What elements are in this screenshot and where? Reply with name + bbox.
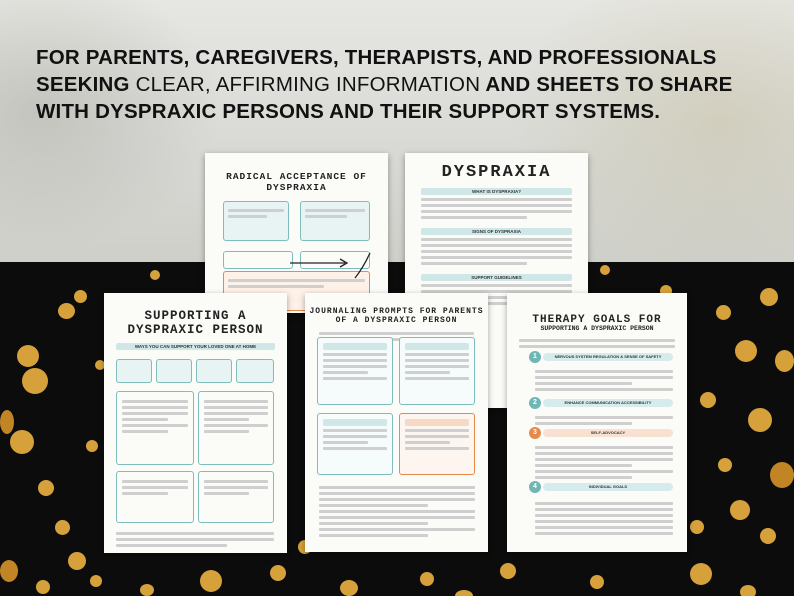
section-label: SUPPORT GUIDELINES <box>421 274 572 281</box>
background-light <box>0 0 794 262</box>
section-label: WHAT IS DYSPRAXIA? <box>421 188 572 195</box>
goal-bar: INDIVIDUAL GOALS <box>543 483 673 491</box>
info-box <box>116 359 152 383</box>
sheet-title: JOURNALING PROMPTS FOR PARENTS OF A DYSP… <box>309 307 484 325</box>
sheet-title: THERAPY GOALS FOR <box>532 314 662 326</box>
headline-part2: CLEAR, AFFIRMING INFORMATION <box>135 73 481 96</box>
prompt-box <box>399 337 475 405</box>
prompt-box <box>300 251 370 269</box>
prompt-box <box>223 201 289 241</box>
info-box <box>236 359 274 383</box>
headline: FOR PARENTS, CAREGIVERS, THERAPISTS, AND… <box>36 44 766 125</box>
prompt-box <box>317 413 393 475</box>
goal-bar: NERVOUS SYSTEM REGULATION & SENSE OF SAF… <box>543 353 673 361</box>
arrow-icon <box>290 252 371 279</box>
info-box <box>198 471 274 523</box>
info-box <box>116 471 194 523</box>
prompt-box <box>223 251 293 269</box>
goal-number: 1 <box>529 351 541 363</box>
sheet-therapy-goals: THERAPY GOALS FOR SUPPORTING A DYSPRAXIC… <box>507 293 687 552</box>
sheet-title: SUPPORTING A DYSPRAXIC PERSON <box>127 309 264 337</box>
goal-number: 4 <box>529 481 541 493</box>
goal-bar: ENHANCE COMMUNICATION ACCESSIBILITY <box>543 399 673 407</box>
sheet-title: DYSPRAXIA <box>441 163 552 182</box>
goal-bar: SELF-ADVOCACY <box>543 429 673 437</box>
goal-number: 2 <box>529 397 541 409</box>
goal-number: 3 <box>529 427 541 439</box>
prompt-box <box>317 337 393 405</box>
info-box <box>116 391 194 465</box>
info-box <box>196 359 232 383</box>
info-box <box>198 391 274 465</box>
sheet-title: RADICAL ACCEPTANCE OF DYSPRAXIA <box>226 171 367 193</box>
sheet-journaling-prompts: JOURNALING PROMPTS FOR PARENTS OF A DYSP… <box>305 293 488 552</box>
headline-part1: FOR PARENTS, CAREGIVERS, THERAPISTS, AND… <box>36 46 717 96</box>
prompt-box-orange <box>399 413 475 475</box>
info-box <box>156 359 192 383</box>
section-label: WAYS YOU CAN SUPPORT YOUR LOVED ONE AT H… <box>116 343 275 350</box>
prompt-box <box>300 201 370 241</box>
sheet-supporting-dyspraxic-person: SUPPORTING A DYSPRAXIC PERSON WAYS YOU C… <box>104 293 287 553</box>
sheet-subtitle: SUPPORTING A DYSPRAXIC PERSON <box>540 325 654 332</box>
headline-part3: AND SHEETS TO SHARE WITH DYSPRAXIC PERSO… <box>36 73 733 123</box>
sheet-radical-acceptance: RADICAL ACCEPTANCE OF DYSPRAXIA <box>205 153 388 313</box>
section-label: SIGNS OF DYSPRAXIA <box>421 228 572 235</box>
